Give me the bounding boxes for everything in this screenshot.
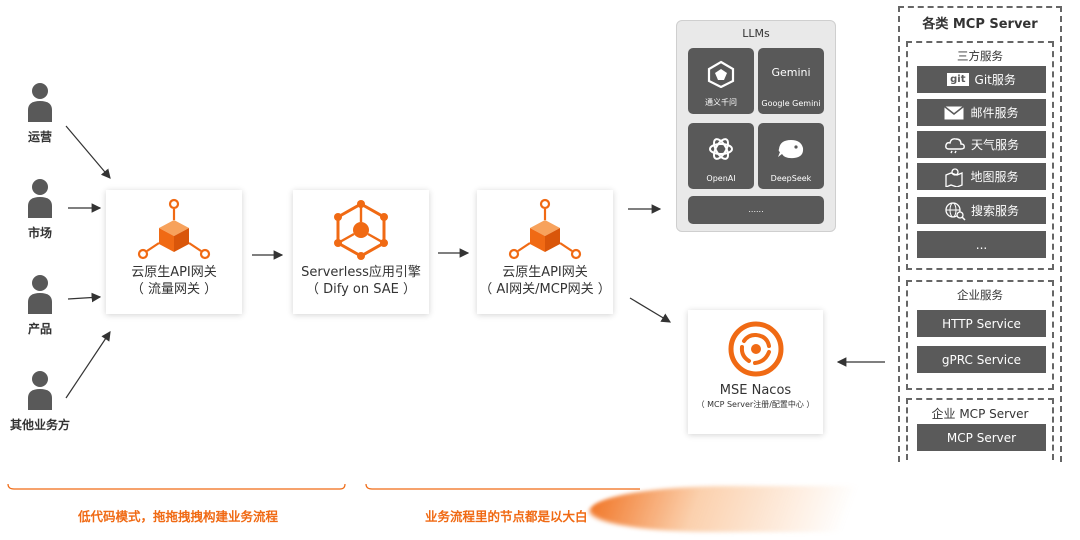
role-label: 运营 [27,130,52,144]
llm-tile-deepseek: DeepSeek [758,123,824,189]
person-icon [28,179,52,218]
person-icon [28,83,52,122]
deepseek-whale-icon [778,140,804,159]
weather-icon [945,137,965,153]
qwen-logo-icon [707,60,735,89]
service-more: ... [917,231,1046,258]
bottom-brace-left [7,483,346,490]
bottom-caption-right: 业务流程里的节点都是以大白 [425,509,588,524]
bottom-caption-left: 低代码模式，拖拖拽拽构建业务流程 [78,509,279,524]
gateway-subtitle: （ AI网关/MCP网关 ） [479,282,611,297]
service-mcp-server: MCP Server [917,424,1046,451]
serverless-icon [334,200,388,260]
service-label: 地图服务 [970,170,1019,184]
service-search: 搜索服务 [917,197,1046,224]
role-label: 市场 [27,226,52,240]
serverless-card: Serverless应用引擎 （ Dify on SAE ） [293,190,429,314]
mail-icon [944,105,965,119]
bottom-brace-right [365,483,640,490]
llm-tile-gemini: Gemini Google Gemini [758,48,824,114]
map-icon [945,167,964,187]
gateway-icon [137,198,211,260]
service-label: Git服务 [974,73,1016,87]
third-party-group: 三方服务 [906,41,1054,270]
llm-tile-qwen: 通义千问 [688,48,754,114]
service-label: HTTP Service [942,316,1021,331]
gateway-title: 云原生API网关 [502,265,588,280]
person-icon [28,275,52,314]
llms-title: LLMs [742,27,770,40]
enterprise-services-group: 企业服务 [906,280,1054,390]
service-label: MCP Server [946,430,1017,445]
gateway-card-ai-mcp: 云原生API网关 （ AI网关/MCP网关 ） [477,190,613,314]
arrow-product-to-gateway [67,292,102,303]
enterprise-mcp-group: 企业 MCP Server [906,398,1054,460]
llm-label: OpenAI [706,174,736,183]
llm-label: Google Gemini [761,99,821,108]
arrow-ops-to-gateway [65,125,111,179]
service-label: 邮件服务 [970,106,1019,120]
service-http: HTTP Service [917,310,1046,337]
gemini-logo: Gemini [771,66,811,79]
nacos-subtitle: （ MCP Server注册/配置中心 ） [696,400,815,409]
llm-tile-openai: OpenAI [688,123,754,189]
service-mail: 邮件服务 [917,99,1046,126]
gateway-subtitle: （ 流量网关 ） [130,282,218,297]
enterprise-mcp-title: 企业 MCP Server [931,407,1029,421]
nacos-card: MSE Nacos （ MCP Server注册/配置中心 ） [688,310,823,434]
llm-label: DeepSeek [770,174,812,183]
service-weather: 天气服务 [917,131,1046,158]
gateway-title: 云原生API网关 [131,265,217,280]
git-icon: git [947,73,969,86]
service-label: 搜索服务 [970,204,1019,218]
enterprise-services-title: 企业服务 [957,288,1003,302]
arrow-others-to-gateway [65,331,111,399]
service-grpc: gPRC Service [917,346,1046,373]
gateway-icon [508,198,582,260]
search-globe-icon [945,201,966,221]
role-ops: 运营 [10,80,70,145]
mcp-server-title: 各类 MCP Server [922,17,1038,32]
service-more-label: ... [975,237,988,252]
gateway-card-traffic: 云原生API网关 （ 流量网关 ） [106,190,242,314]
role-product: 产品 [10,272,70,337]
llm-label: 通义千问 [705,98,737,107]
person-icon [28,371,52,410]
arrow-gateway2-to-nacos [629,297,672,323]
nacos-title: MSE Nacos [719,383,792,398]
service-git: git Git服务 [917,66,1046,93]
role-label: 其他业务方 [10,418,71,432]
service-map: 地图服务 [917,163,1046,190]
third-party-title: 三方服务 [957,49,1003,63]
mcp-server-container [898,6,1062,462]
llms-panel: LLMs 通义千问 Gemini Google Gemini OpenAI De… [676,20,836,232]
llm-tile-more: ...... [688,196,824,224]
role-market: 市场 [10,176,70,241]
service-label: gPRC Service [941,352,1022,367]
llm-more-label: ...... [748,205,764,214]
role-label: 产品 [27,322,52,336]
serverless-subtitle: （ Dify on SAE ） [306,282,416,297]
nacos-logo-icon [728,321,783,377]
role-others: 其他业务方 [10,368,70,433]
openai-logo-icon [709,138,733,160]
serverless-title: Serverless应用引擎 [301,265,421,280]
service-label: 天气服务 [970,138,1019,152]
